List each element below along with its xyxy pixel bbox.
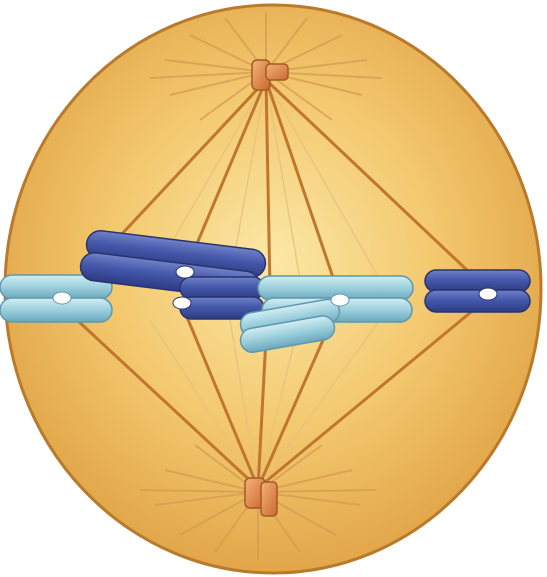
chromosome-dark-2 [425, 270, 530, 312]
chromosome-light-1 [0, 275, 112, 322]
